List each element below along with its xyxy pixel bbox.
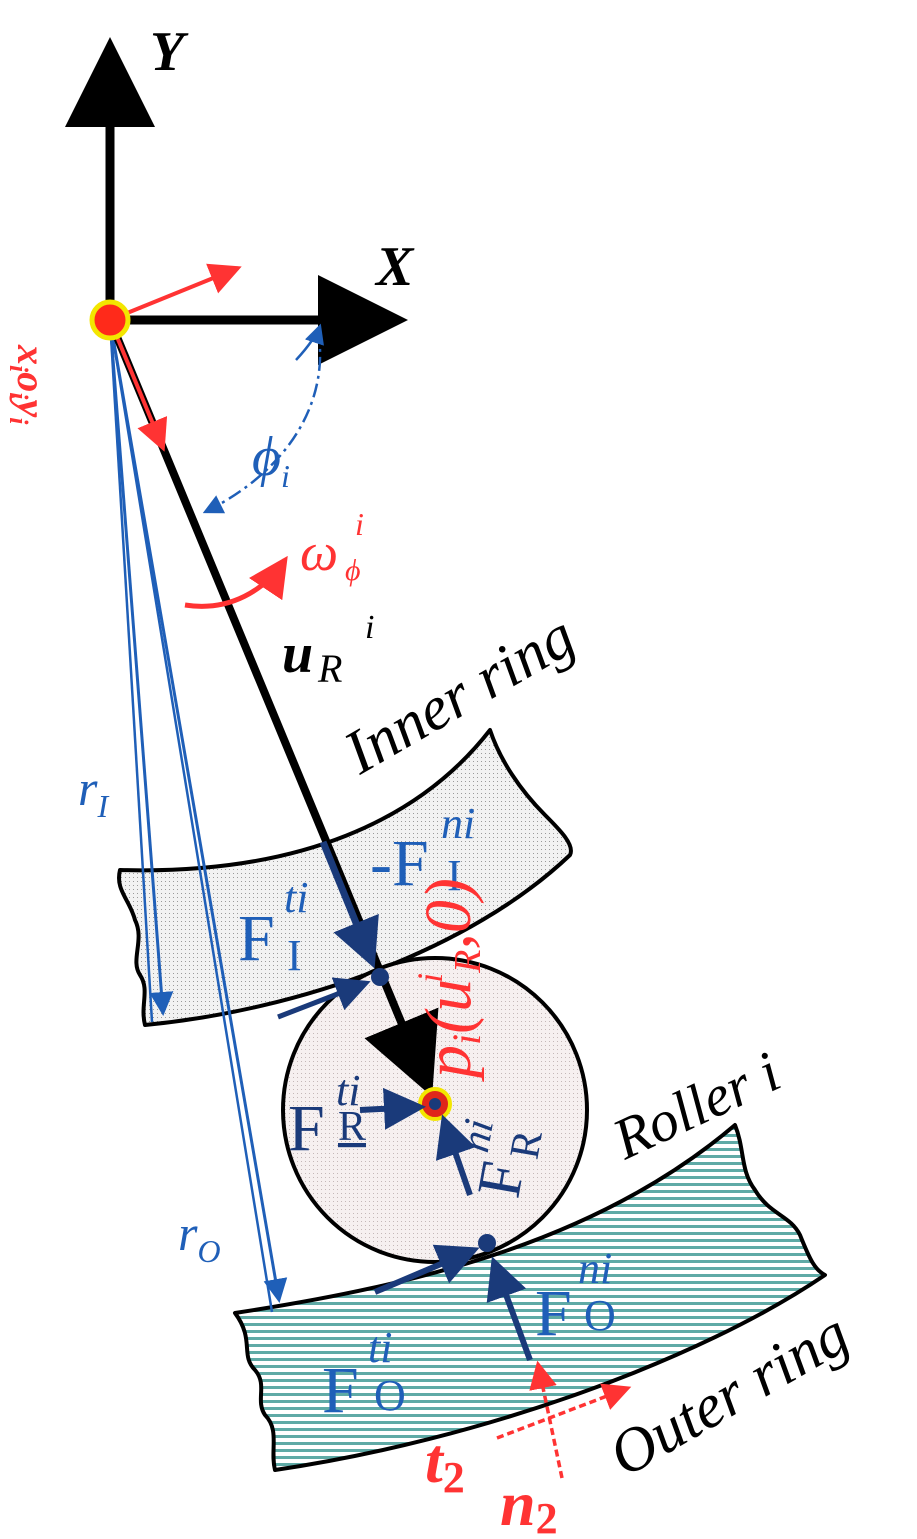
inner-tangent-force-arrow bbox=[277, 977, 371, 1020]
point-p: p bbox=[412, 1045, 485, 1082]
fi-t-label: F bbox=[238, 902, 275, 975]
radius-guide-line bbox=[108, 319, 154, 1023]
radius-guide-line bbox=[108, 319, 274, 1313]
outer-contact-point bbox=[478, 1234, 496, 1252]
fo-t-superscript: ti bbox=[368, 1323, 392, 1372]
fo-n-subscript: O bbox=[584, 1291, 616, 1340]
fr-n-label-group: F ni R bbox=[452, 1116, 552, 1203]
origin-point bbox=[89, 299, 131, 341]
phi-symbol: ϕ bbox=[252, 426, 281, 488]
local-frame-y-sub: i bbox=[4, 417, 33, 425]
local-frame-o-sub: i bbox=[4, 392, 33, 400]
n2-vector bbox=[529, 1360, 564, 1479]
point-label: pi(uiR,0) bbox=[410, 878, 489, 1082]
local-frame-x: x bbox=[9, 344, 54, 365]
fi-n-symbol: F bbox=[392, 827, 429, 900]
fi-n-superscript: ni bbox=[441, 799, 475, 848]
phi-angle-arc bbox=[295, 323, 324, 361]
point-u: u bbox=[412, 979, 485, 1012]
roller-center-dot bbox=[429, 1098, 441, 1110]
omega-symbol: ω bbox=[300, 522, 338, 582]
r-inner-symbol: r bbox=[78, 760, 98, 816]
x-axis-label: X bbox=[374, 236, 415, 298]
y-axis-label: Y bbox=[150, 21, 189, 83]
point-rest: ,0) bbox=[412, 878, 485, 949]
t2-vector bbox=[496, 1383, 632, 1440]
local-x-arrow bbox=[109, 263, 242, 322]
roller-label: Roller i bbox=[602, 1039, 790, 1173]
n2-label: n2 bbox=[500, 1468, 558, 1539]
u-r-superscript: i bbox=[365, 609, 374, 646]
t2-label: t2 bbox=[425, 1425, 465, 1502]
t2-subscript: 2 bbox=[443, 1453, 465, 1502]
fo-n-superscript: ni bbox=[578, 1244, 612, 1293]
fi-t-superscript: ti bbox=[284, 873, 308, 922]
outer-radius-arrow bbox=[108, 319, 288, 1303]
phi-label: ϕi bbox=[252, 426, 290, 494]
u-r-label: u bbox=[282, 623, 313, 685]
point-open-paren: ( bbox=[412, 1008, 485, 1034]
fi-t-subscript: I bbox=[287, 931, 302, 980]
phi-angle-arc bbox=[202, 329, 322, 514]
local-frame-x-sub: i bbox=[4, 365, 33, 373]
r-outer-symbol: r bbox=[178, 1205, 198, 1261]
fr-t-superscript: ti bbox=[336, 1066, 360, 1115]
r-outer-subscript: O bbox=[197, 1233, 220, 1269]
r-inner-subscript: I bbox=[96, 788, 109, 824]
local-frame-o: o bbox=[9, 372, 54, 392]
svg-text:xioiyi: xioiyi bbox=[4, 344, 54, 425]
fr-t-subscript: R bbox=[338, 1104, 366, 1150]
fo-t-subscript: O bbox=[374, 1371, 406, 1420]
local-frame-y: y bbox=[9, 395, 54, 417]
inner-normal-force-arrow bbox=[319, 840, 379, 969]
fi-n-prefix: - bbox=[370, 827, 392, 900]
fr-n-superscript: ni bbox=[452, 1116, 503, 1156]
r-inner-label: rI bbox=[78, 760, 109, 824]
phi-subscript: i bbox=[281, 458, 290, 494]
r-outer-label: rO bbox=[178, 1205, 221, 1269]
fo-t-label: F bbox=[322, 1354, 359, 1427]
outer-ring-shape bbox=[233, 1123, 827, 1472]
roller-tangent-force-arrow bbox=[359, 1087, 426, 1130]
t2-symbol: t bbox=[425, 1425, 445, 1496]
point-p-subscript: i bbox=[444, 1034, 489, 1045]
point-u-subscript: R bbox=[447, 950, 489, 974]
outer-tangent-force-arrow bbox=[373, 1244, 480, 1295]
omega-label: ω bbox=[300, 522, 338, 582]
omega-superscript: i bbox=[355, 506, 364, 542]
fi-n-label: -F bbox=[370, 827, 429, 900]
n2-subscript: 2 bbox=[536, 1494, 558, 1539]
n2-symbol: n bbox=[500, 1468, 536, 1539]
local-frame-label: xioiyi bbox=[4, 344, 54, 425]
fo-n-label: F bbox=[535, 1277, 572, 1350]
roller-normal-force-arrow bbox=[435, 1114, 476, 1196]
omega-rotation-arrow bbox=[184, 555, 288, 609]
fr-t-label: F bbox=[288, 1092, 325, 1165]
omega-subscript: ϕ bbox=[345, 554, 361, 587]
point-u-superscript: i bbox=[410, 973, 450, 983]
inner-radius-arrow bbox=[108, 319, 174, 1016]
outer-normal-force-arrow bbox=[486, 1256, 533, 1362]
u-r-subscript: R bbox=[317, 646, 342, 691]
fi-n-subscript: I bbox=[447, 851, 462, 900]
inner-contact-point bbox=[371, 968, 389, 986]
local-y-arrow bbox=[108, 319, 168, 452]
